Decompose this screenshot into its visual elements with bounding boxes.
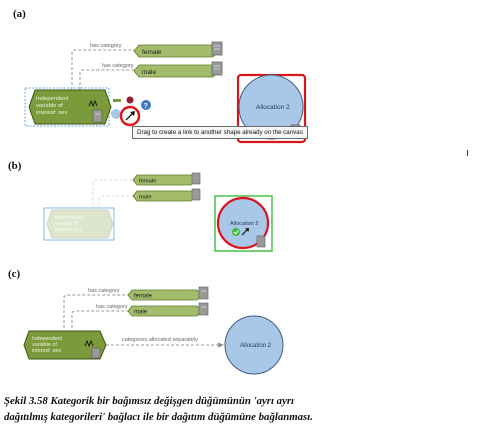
link-label-female: has category bbox=[90, 43, 122, 49]
category-node-male[interactable]: male bbox=[127, 305, 203, 317]
category-node-male[interactable]: male bbox=[133, 64, 220, 78]
help-glyph: ? bbox=[144, 103, 148, 110]
category-node-female[interactable]: female bbox=[132, 174, 197, 186]
allocation-node[interactable]: Allocation 2 bbox=[236, 73, 307, 144]
category-label-female: female bbox=[142, 49, 162, 56]
category-node-female[interactable]: female bbox=[133, 44, 220, 58]
stack-icon bbox=[198, 302, 209, 316]
selection-box bbox=[43, 207, 115, 241]
has-category-link-male[interactable] bbox=[71, 310, 128, 328]
link-label-male: has category bbox=[102, 63, 134, 69]
connector-arrowhead bbox=[218, 342, 224, 348]
category-label-male: male bbox=[134, 310, 148, 316]
allocation-label: Allocation 2 bbox=[230, 221, 258, 227]
node-wave-icon bbox=[88, 99, 98, 108]
node-text-line-1: Independent bbox=[36, 96, 69, 102]
category-node-female[interactable]: female bbox=[127, 289, 203, 301]
stack-icon bbox=[92, 109, 103, 123]
category-label-male: male bbox=[139, 195, 152, 201]
help-icon[interactable] bbox=[141, 100, 151, 110]
node-text-line-3: interest: sex bbox=[55, 227, 82, 233]
connector-label: categories allocated separately bbox=[122, 337, 198, 343]
link-label-female: has category bbox=[88, 288, 120, 294]
link-arrow-icon bbox=[241, 228, 249, 236]
link-tooltip: Drag to create a link to another shape a… bbox=[132, 126, 308, 139]
variable-node[interactable]: Independent variable of interest: sex bbox=[28, 89, 112, 125]
caption-line-2: dağıtılmış kategorileri' bağlacı ile bir… bbox=[4, 411, 313, 423]
allocation-label: Allocation 2 bbox=[256, 104, 290, 111]
allocation-label: Allocation 2 bbox=[240, 343, 272, 349]
node-text-line-1: Independent bbox=[32, 336, 62, 342]
link-handle-bar[interactable] bbox=[113, 99, 121, 102]
node-text-line-3: interest: sex bbox=[32, 348, 61, 354]
link-handle-top[interactable] bbox=[126, 96, 134, 104]
allocation-node[interactable]: Allocation 2 bbox=[224, 315, 284, 375]
stack-icon bbox=[256, 235, 266, 248]
node-text-line-2: variable of bbox=[36, 103, 63, 109]
category-node-male[interactable]: male bbox=[132, 190, 197, 202]
variable-node[interactable]: Independent variable of interest: sex bbox=[46, 209, 114, 239]
stack-icon bbox=[191, 188, 201, 201]
node-wave-icon bbox=[84, 339, 94, 348]
faded-link-male bbox=[98, 195, 133, 210]
node-text-line-3: interest: sex bbox=[36, 110, 67, 116]
variable-node[interactable]: Independent variable of interest: sex bbox=[23, 330, 107, 360]
figure-caption: Şekil 3.58 Kategorik bir bağımsız değişg… bbox=[4, 393, 476, 425]
panel-b-canvas: female male Independent variable of inte… bbox=[43, 172, 273, 252]
stack-icon bbox=[211, 61, 223, 76]
category-label-female: female bbox=[134, 294, 153, 300]
category-label-female: female bbox=[139, 179, 156, 185]
stack-icon bbox=[191, 172, 201, 185]
has-category-link-female[interactable] bbox=[63, 294, 128, 328]
node-text-line-2: variable of bbox=[55, 221, 79, 227]
node-text-line-1: Independent bbox=[55, 215, 83, 221]
has-category-link-female[interactable] bbox=[71, 49, 135, 90]
stack-icon bbox=[198, 286, 209, 300]
link-handle-left[interactable] bbox=[111, 109, 121, 119]
node-text-line-2: variable of bbox=[32, 342, 57, 348]
stack-icon bbox=[91, 347, 101, 359]
edge-mark bbox=[467, 150, 468, 156]
drop-target-highlight bbox=[214, 195, 273, 252]
link-arrow-icon[interactable] bbox=[119, 105, 141, 127]
category-label-male: male bbox=[142, 69, 156, 76]
check-icon bbox=[232, 228, 240, 236]
has-category-link-male[interactable] bbox=[79, 69, 135, 90]
panel-label-c: (c) bbox=[8, 268, 21, 280]
stack-icon bbox=[211, 41, 223, 56]
faded-link-female bbox=[92, 179, 133, 210]
link-label-male: has category bbox=[96, 304, 128, 310]
panel-label-a: (a) bbox=[13, 8, 26, 20]
caption-line-1: Şekil 3.58 Kategorik bir bağımsız değişg… bbox=[4, 395, 295, 407]
panel-label-b: (b) bbox=[8, 160, 22, 172]
allocation-node[interactable]: Allocation 2 bbox=[216, 196, 270, 250]
panel-a-canvas: has category has category female male In… bbox=[24, 41, 307, 144]
panel-c-canvas: has category has category female male In… bbox=[23, 286, 284, 375]
